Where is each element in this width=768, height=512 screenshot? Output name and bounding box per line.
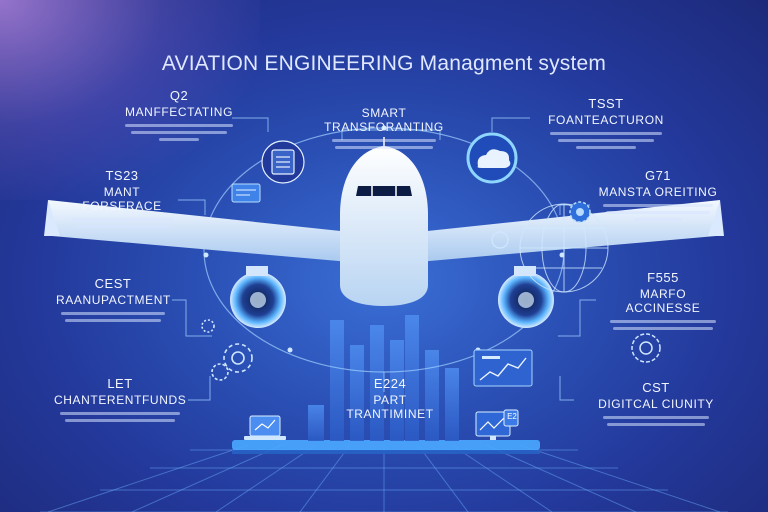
info-block-chanterentfunds: LET CHANTERENTFUNDS (54, 376, 186, 426)
block-code: TSST (588, 96, 624, 111)
globe-icon (519, 203, 609, 293)
placeholder-text (544, 132, 668, 149)
analytics-panel-icon (473, 349, 533, 387)
info-block-digitcal-ciunity: CST DIGITCAL CIUNITY (596, 380, 716, 430)
block-heading: PART TRANTIMINET (346, 393, 434, 421)
info-block-manufacturing: Q2 MANFFECTATING (120, 88, 238, 145)
block-code: CEST (94, 276, 132, 291)
gear-icon (201, 319, 253, 381)
placeholder-text (120, 124, 238, 141)
bar-columns (308, 315, 459, 441)
analytics-panel-icon (231, 183, 261, 203)
gear-icon (631, 333, 661, 363)
monitor-icon (475, 409, 519, 440)
placeholder-text (596, 204, 720, 221)
block-code: CST (642, 380, 670, 395)
block-heading: MARFO ACCINESSE (625, 287, 701, 315)
block-code: LET (107, 376, 133, 391)
block-heading: MANSTA OREITING (598, 185, 718, 199)
block-heading: CHANTERENTFUNDS (54, 393, 187, 407)
floor-grid (40, 444, 728, 512)
document-icon (261, 140, 305, 184)
block-heading: MANT FORSFRACE (82, 185, 162, 213)
block-heading: DIGITCAL CIUNITY (598, 397, 714, 411)
info-block-raanupactment: CEST RAANUPACTMENT (56, 276, 170, 326)
placeholder-text (54, 412, 186, 422)
block-code: Q2 (169, 88, 189, 103)
block-code: TS23 (105, 168, 139, 183)
placeholder-text (596, 416, 716, 426)
platform (232, 440, 540, 450)
info-block-marfo-accinesse: F555 MARFO ACCINESSE (604, 270, 722, 334)
monitor-badge: E2 (507, 412, 517, 421)
plane-icon (44, 137, 724, 306)
info-block-part-trantiminet: E224 PART TRANTIMINET (330, 376, 450, 421)
placeholder-text (66, 218, 178, 228)
cloud-icon (466, 132, 518, 184)
placeholder-text (604, 320, 722, 330)
info-block-mant-forsfrace: TS23 MANT FORSFRACE (66, 168, 178, 232)
info-block-smart-transforming: SMART TRANSFORANTING (324, 104, 444, 153)
block-code: E224 (373, 376, 407, 391)
block-heading: MANFFECTATING (124, 105, 233, 119)
info-block-foantefacturon: TSST FOANTEACTURON (544, 96, 668, 153)
block-heading: RAANUPACTMENT (56, 293, 171, 307)
info-block-mansta-oreiting: G71 MANSTA OREITING (596, 168, 720, 225)
block-code: G71 (644, 168, 672, 183)
page-title: AVIATION ENGINEERING Managment system (161, 52, 607, 75)
block-code: F555 (647, 270, 679, 285)
placeholder-text (324, 139, 444, 149)
block-heading: SMART TRANSFORANTING (324, 106, 444, 134)
laptop-icon (244, 415, 286, 440)
placeholder-text (56, 312, 170, 322)
gear-icon (569, 201, 591, 223)
block-heading: FOANTEACTURON (548, 113, 664, 127)
